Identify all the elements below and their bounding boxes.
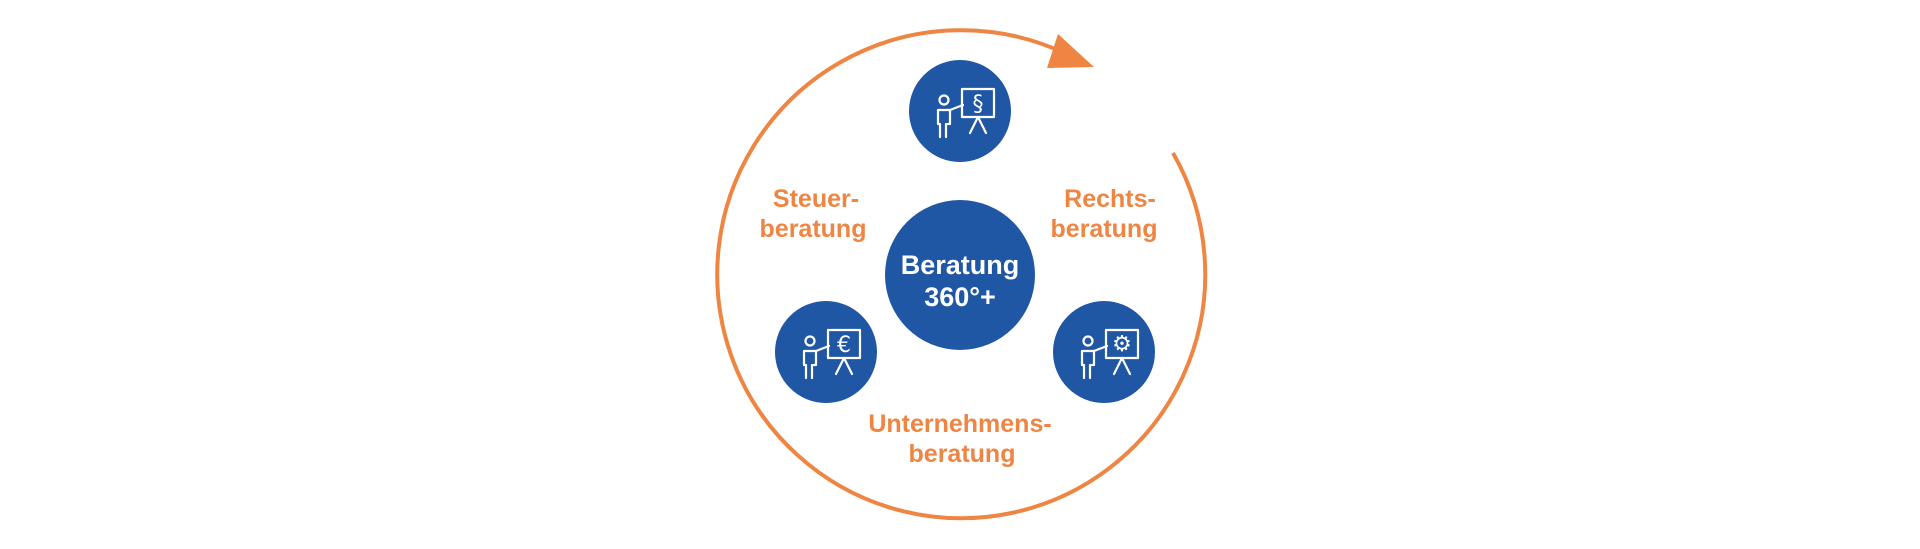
presenter-euro-icon: € (802, 328, 862, 380)
presenter-paragraph-icon: § (936, 87, 996, 139)
node-left: € (775, 301, 877, 403)
paragraph-symbol: § (973, 92, 984, 117)
label-steuerberatung-line1: Steuer- (773, 185, 859, 213)
node-top: § (909, 60, 1011, 162)
gear-symbol: ⚙ (1112, 332, 1132, 357)
cycle-arc (715, 28, 1208, 521)
node-right-circle (1053, 301, 1155, 403)
center-label-line2: 360°+ (924, 282, 996, 312)
node-top-circle (909, 60, 1011, 162)
center-circle (885, 200, 1035, 350)
label-steuerberatung-line2: beratung (760, 215, 867, 243)
node-left-circle (775, 301, 877, 403)
label-rechtsberatung-line2: beratung (1051, 215, 1158, 243)
presenter-gear-icon: ⚙ (1080, 328, 1140, 380)
label-rechtsberatung-line1: Rechts- (1064, 185, 1156, 213)
node-right: ⚙ (1053, 301, 1155, 403)
center-label-line1: Beratung (901, 250, 1020, 280)
euro-symbol: € (837, 333, 851, 358)
label-unternehmensberatung-line2: beratung (909, 440, 1016, 468)
cycle-arrowhead (1047, 34, 1094, 68)
label-unternehmensberatung-line1: Unternehmens- (868, 410, 1051, 438)
